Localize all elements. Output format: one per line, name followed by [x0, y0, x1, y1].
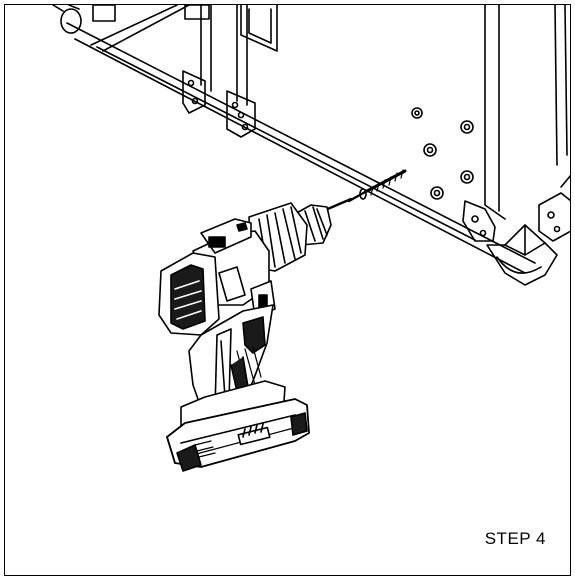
- instruction-panel: STEP 4: [4, 4, 571, 576]
- assembly-illustration: [52, 5, 570, 472]
- drill-icon: [158, 197, 353, 472]
- step-label: STEP 4: [484, 529, 546, 548]
- flight-case-icon: [52, 5, 536, 274]
- case-side-panel: [411, 5, 568, 220]
- corner-bracket-icon: [462, 174, 570, 286]
